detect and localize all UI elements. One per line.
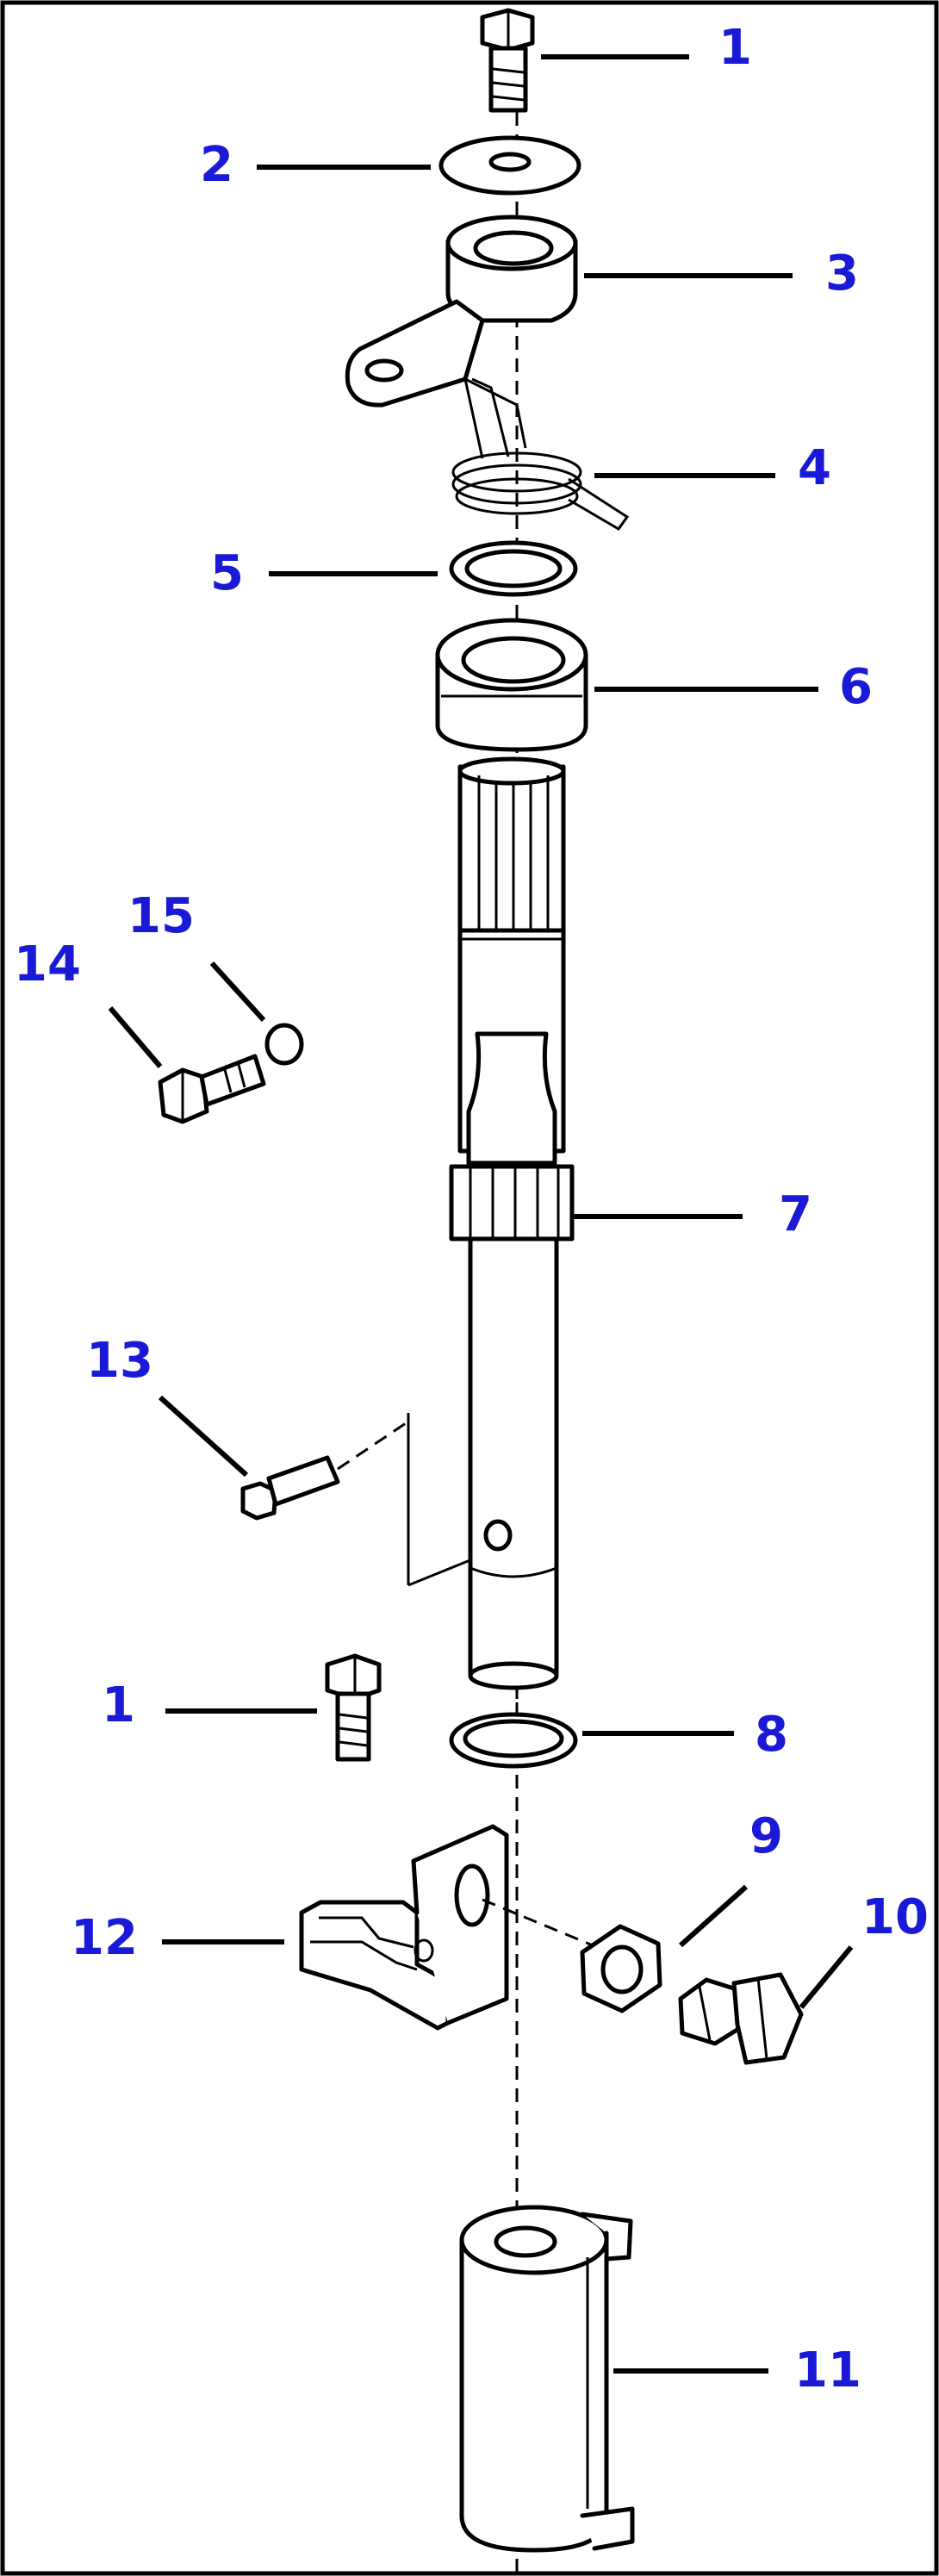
- part-spring: [451, 376, 630, 531]
- part-bolt-top: [480, 8, 535, 113]
- part-small-bolt: [240, 1413, 473, 1587]
- part-bolt-side: [158, 1054, 266, 1124]
- part-shaft: [449, 756, 575, 1690]
- callout-4: 4: [798, 440, 831, 496]
- leader-14: [108, 1006, 163, 1068]
- callout-14: 14: [14, 936, 81, 992]
- callout-1a: 1: [718, 20, 752, 76]
- leader-13: [158, 1395, 249, 1478]
- part-bushing: [435, 618, 588, 752]
- leader-15: [209, 961, 266, 1023]
- callout-5: 5: [210, 545, 244, 601]
- callout-10: 10: [861, 1889, 929, 1945]
- part-bolt-lower: [325, 1653, 382, 1762]
- part-ring: [449, 540, 578, 597]
- part-bracket: [299, 1824, 594, 2031]
- part-lever-arm: [345, 215, 578, 408]
- callout-8: 8: [755, 1707, 788, 1763]
- callout-15: 15: [127, 888, 195, 944]
- callout-2: 2: [200, 137, 233, 193]
- part-sleeve: [459, 2205, 635, 2553]
- callout-12: 12: [71, 1910, 138, 1966]
- callout-13: 13: [86, 1333, 153, 1389]
- part-bolt-right: [678, 1972, 804, 2065]
- callout-6: 6: [839, 659, 873, 715]
- part-washer-side: [264, 1023, 304, 1066]
- callout-3: 3: [825, 246, 859, 302]
- leader-9: [678, 1884, 749, 1948]
- callout-11: 11: [794, 2343, 861, 2399]
- part-nut: [580, 1924, 662, 2013]
- part-snap-ring: [449, 1712, 578, 1769]
- callout-1b: 1: [102, 1677, 135, 1733]
- part-washer: [438, 135, 581, 196]
- leader-10: [799, 1945, 854, 2009]
- callout-7: 7: [779, 1186, 812, 1242]
- callout-9: 9: [749, 1808, 783, 1864]
